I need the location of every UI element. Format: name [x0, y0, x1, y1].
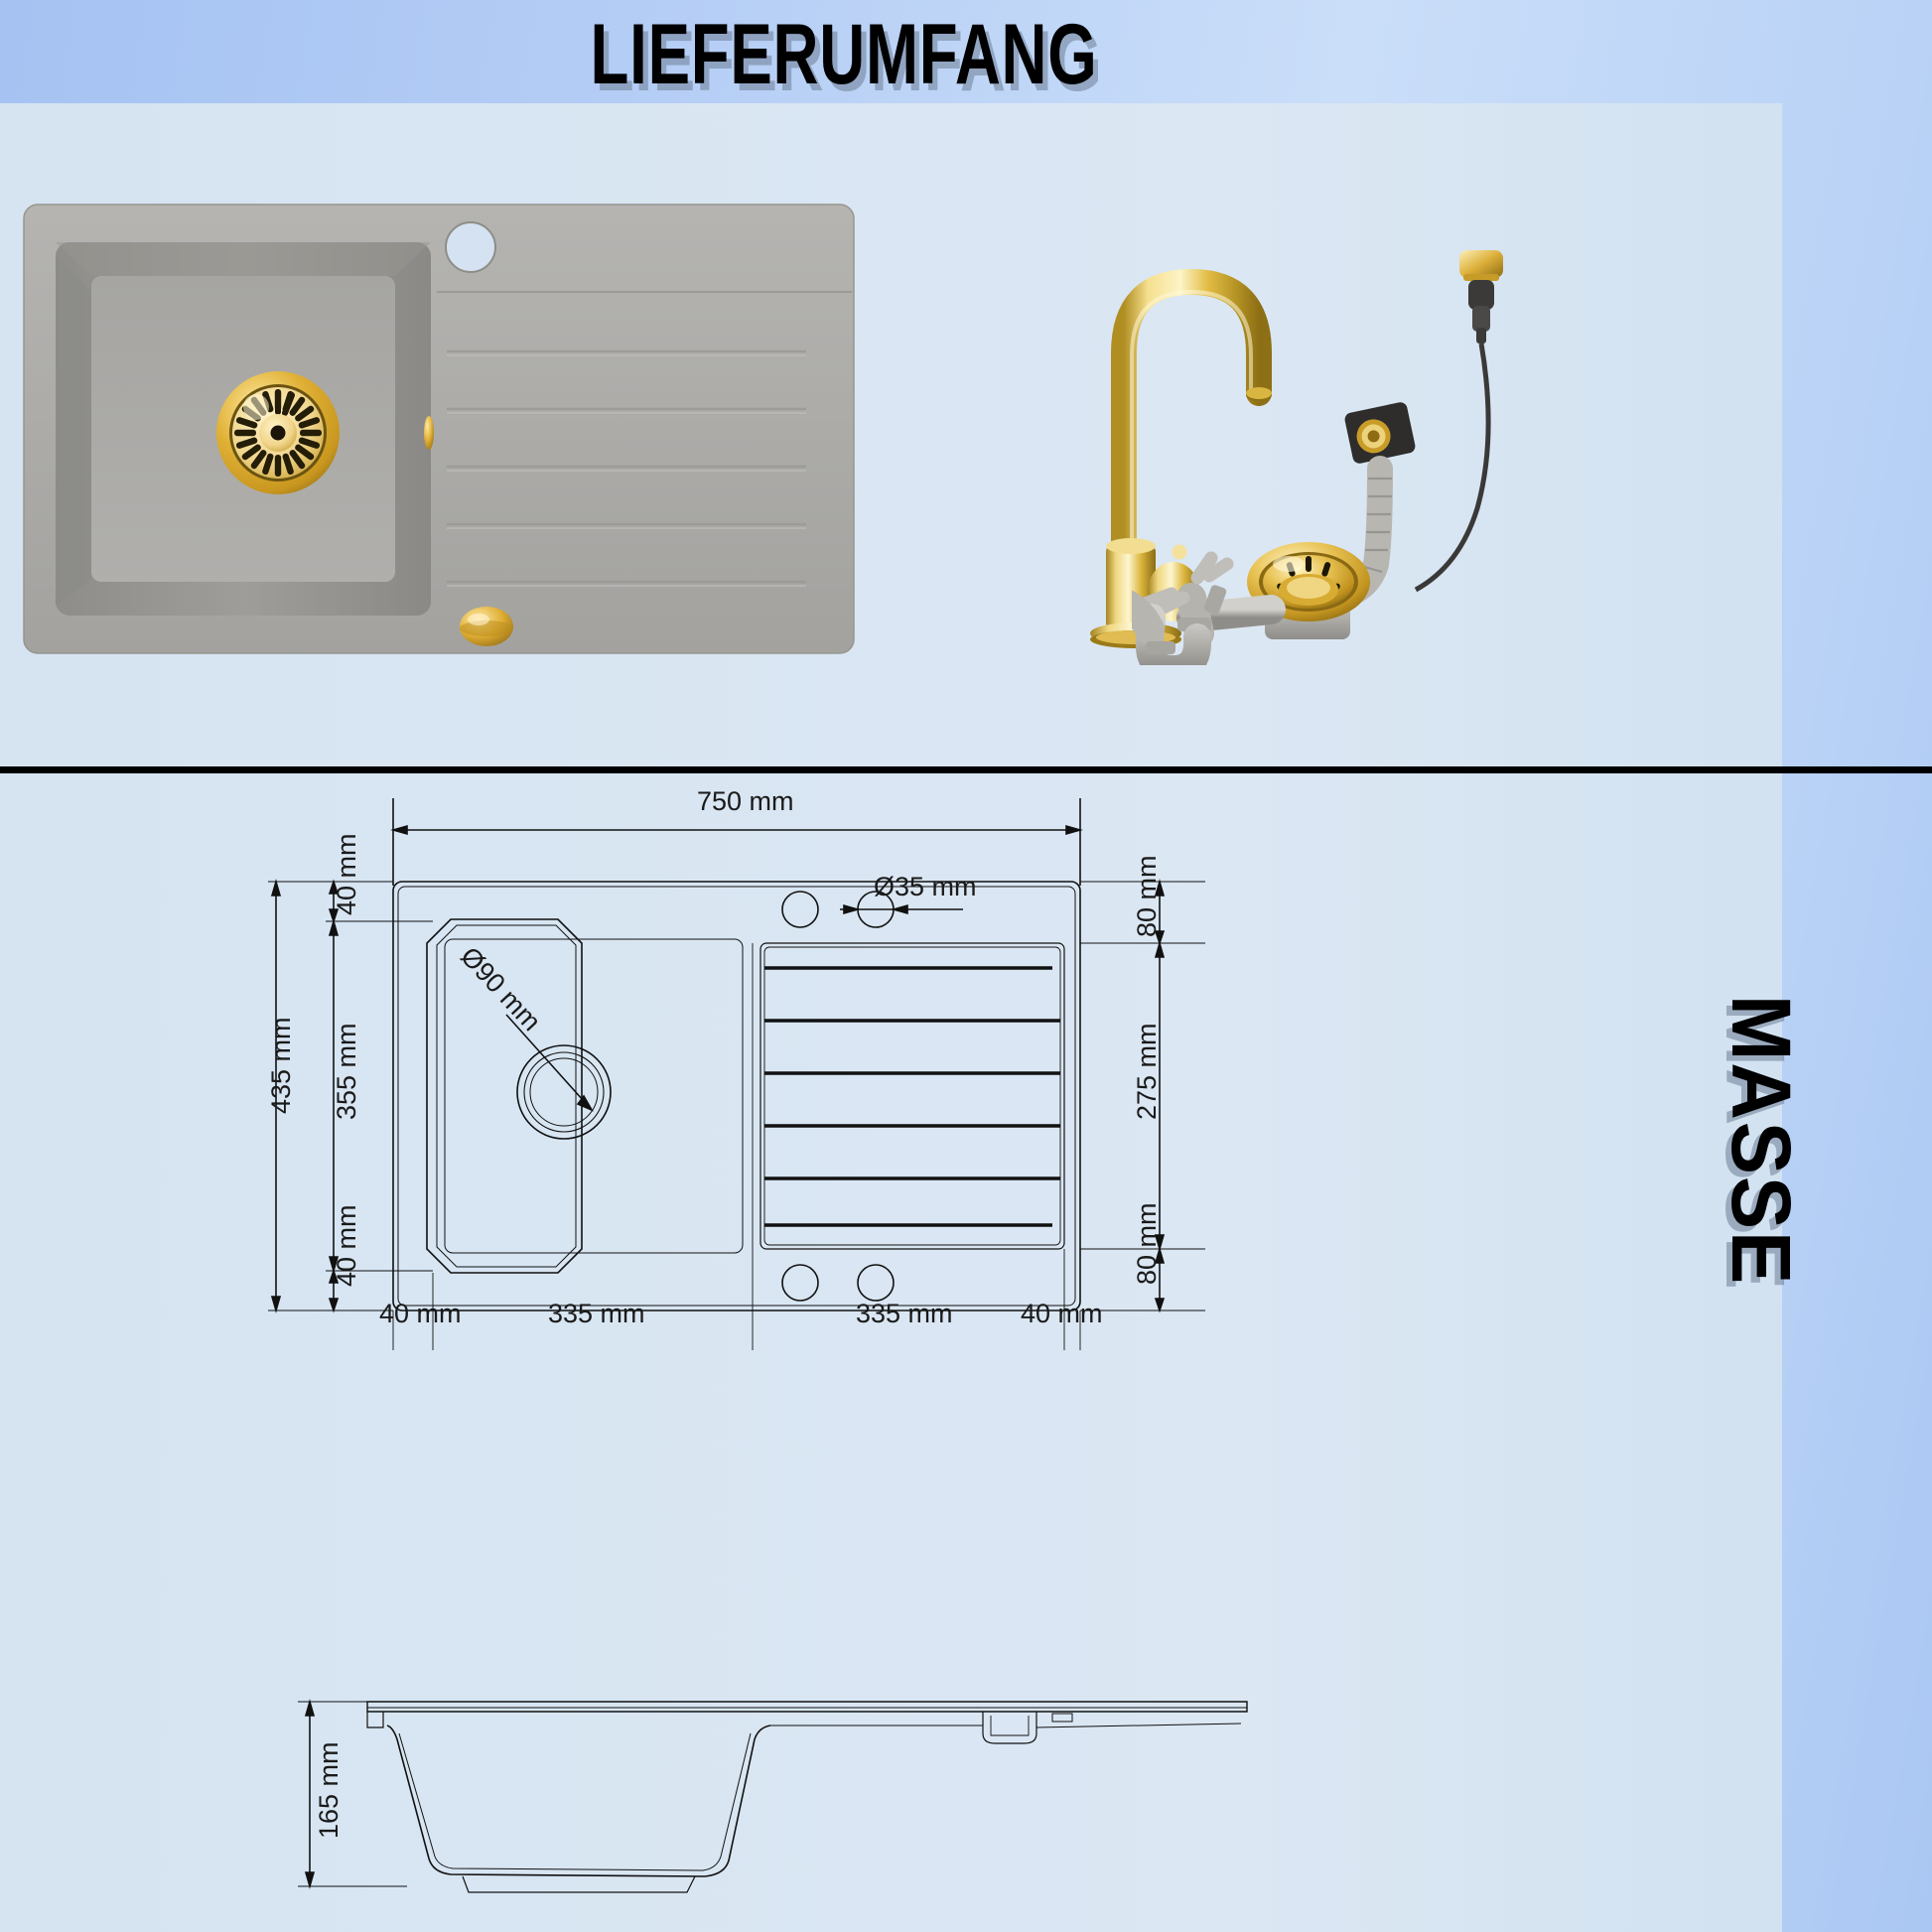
dim-top-margin: 40 mm — [332, 833, 361, 915]
product-sink — [22, 195, 856, 661]
pull-knob-icon — [1459, 250, 1503, 344]
dim-bowl-width: 335 mm — [548, 1299, 645, 1328]
dim-overall-width: 750 mm — [697, 786, 794, 816]
overflow-slot-icon — [424, 416, 434, 450]
dim-left-edge: 40 mm — [379, 1299, 462, 1328]
dim-right-edge: 40 mm — [1021, 1299, 1103, 1328]
siphon-trap-icon — [1132, 551, 1234, 665]
section-title-dimensions: MASSE — [1715, 994, 1809, 1287]
dim-drainer-height: 275 mm — [1132, 1023, 1162, 1120]
section-divider — [0, 766, 1932, 773]
tap-hole-icon — [445, 221, 496, 273]
dim-overall-depth: 435 mm — [266, 1017, 296, 1114]
dim-bowl-depth: 355 mm — [332, 1023, 361, 1120]
sink-drain-strainer-icon — [216, 371, 340, 494]
technical-drawing-side-elevation — [288, 1688, 1261, 1916]
dim-tap-hole-diameter: Ø35 mm — [874, 872, 977, 901]
page-title: LIEFERUMFANG — [590, 7, 1098, 102]
overflow-cap-icon — [460, 607, 513, 646]
product-waste-siphon-set — [1132, 248, 1588, 665]
dim-bottom-margin: 40 mm — [332, 1204, 361, 1287]
overflow-plate-icon — [1344, 402, 1416, 464]
dim-drainer-top-offset: 80 mm — [1132, 855, 1162, 937]
dim-bowl-height: 165 mm — [314, 1741, 344, 1839]
dim-drainer-bottom-offset: 80 mm — [1132, 1202, 1162, 1285]
dim-drainer-width: 335 mm — [856, 1299, 953, 1328]
technical-drawing-top-view — [208, 794, 1459, 1350]
